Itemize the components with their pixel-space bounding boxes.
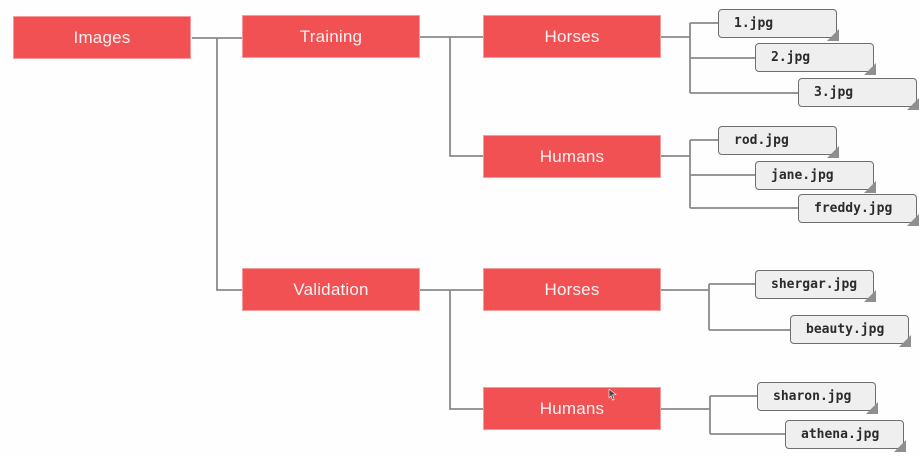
file-label: 2.jpg: [771, 50, 811, 65]
folder-node-training: Training: [242, 15, 420, 58]
file-label: sharon.jpg: [773, 389, 852, 404]
folder-label: Humans: [539, 146, 605, 166]
folder-label: Horses: [544, 279, 600, 299]
file-label: freddy.jpg: [814, 201, 893, 216]
file-node-training-horses-1: 1.jpg: [718, 9, 837, 38]
folder-label: Images: [73, 27, 131, 47]
folder-node-images: Images: [13, 16, 191, 59]
file-node-training-horses-3: 3.jpg: [798, 78, 917, 107]
file-node-training-humans-1: rod.jpg: [718, 126, 837, 155]
file-label: jane.jpg: [771, 168, 834, 183]
file-label: athena.jpg: [801, 427, 880, 442]
file-label: 1.jpg: [734, 16, 774, 31]
mouse-pointer-icon: [608, 389, 617, 401]
file-node-validation-humans-1: sharon.jpg: [757, 382, 876, 411]
folder-node-validation-humans: Humans: [483, 387, 661, 430]
file-node-training-humans-3: freddy.jpg: [798, 194, 917, 223]
folder-label: Training: [299, 26, 363, 46]
file-label: beauty.jpg: [806, 322, 885, 337]
folder-label: Humans: [539, 398, 605, 418]
file-node-training-humans-2: jane.jpg: [755, 161, 874, 190]
file-node-validation-horses-2: beauty.jpg: [790, 315, 909, 344]
folder-node-validation-horses: Horses: [483, 268, 661, 311]
file-node-validation-humans-2: athena.jpg: [785, 420, 904, 449]
folder-node-training-humans: Humans: [483, 135, 661, 178]
file-label: 3.jpg: [814, 85, 854, 100]
folder-label: Validation: [293, 279, 369, 299]
file-node-training-horses-2: 2.jpg: [755, 43, 874, 72]
folder-node-validation: Validation: [242, 268, 420, 311]
file-node-validation-horses-1: shergar.jpg: [755, 270, 874, 299]
file-label: rod.jpg: [734, 133, 789, 148]
folder-label: Horses: [544, 26, 600, 46]
folder-node-training-horses: Horses: [483, 15, 661, 58]
file-label: shergar.jpg: [771, 277, 858, 292]
